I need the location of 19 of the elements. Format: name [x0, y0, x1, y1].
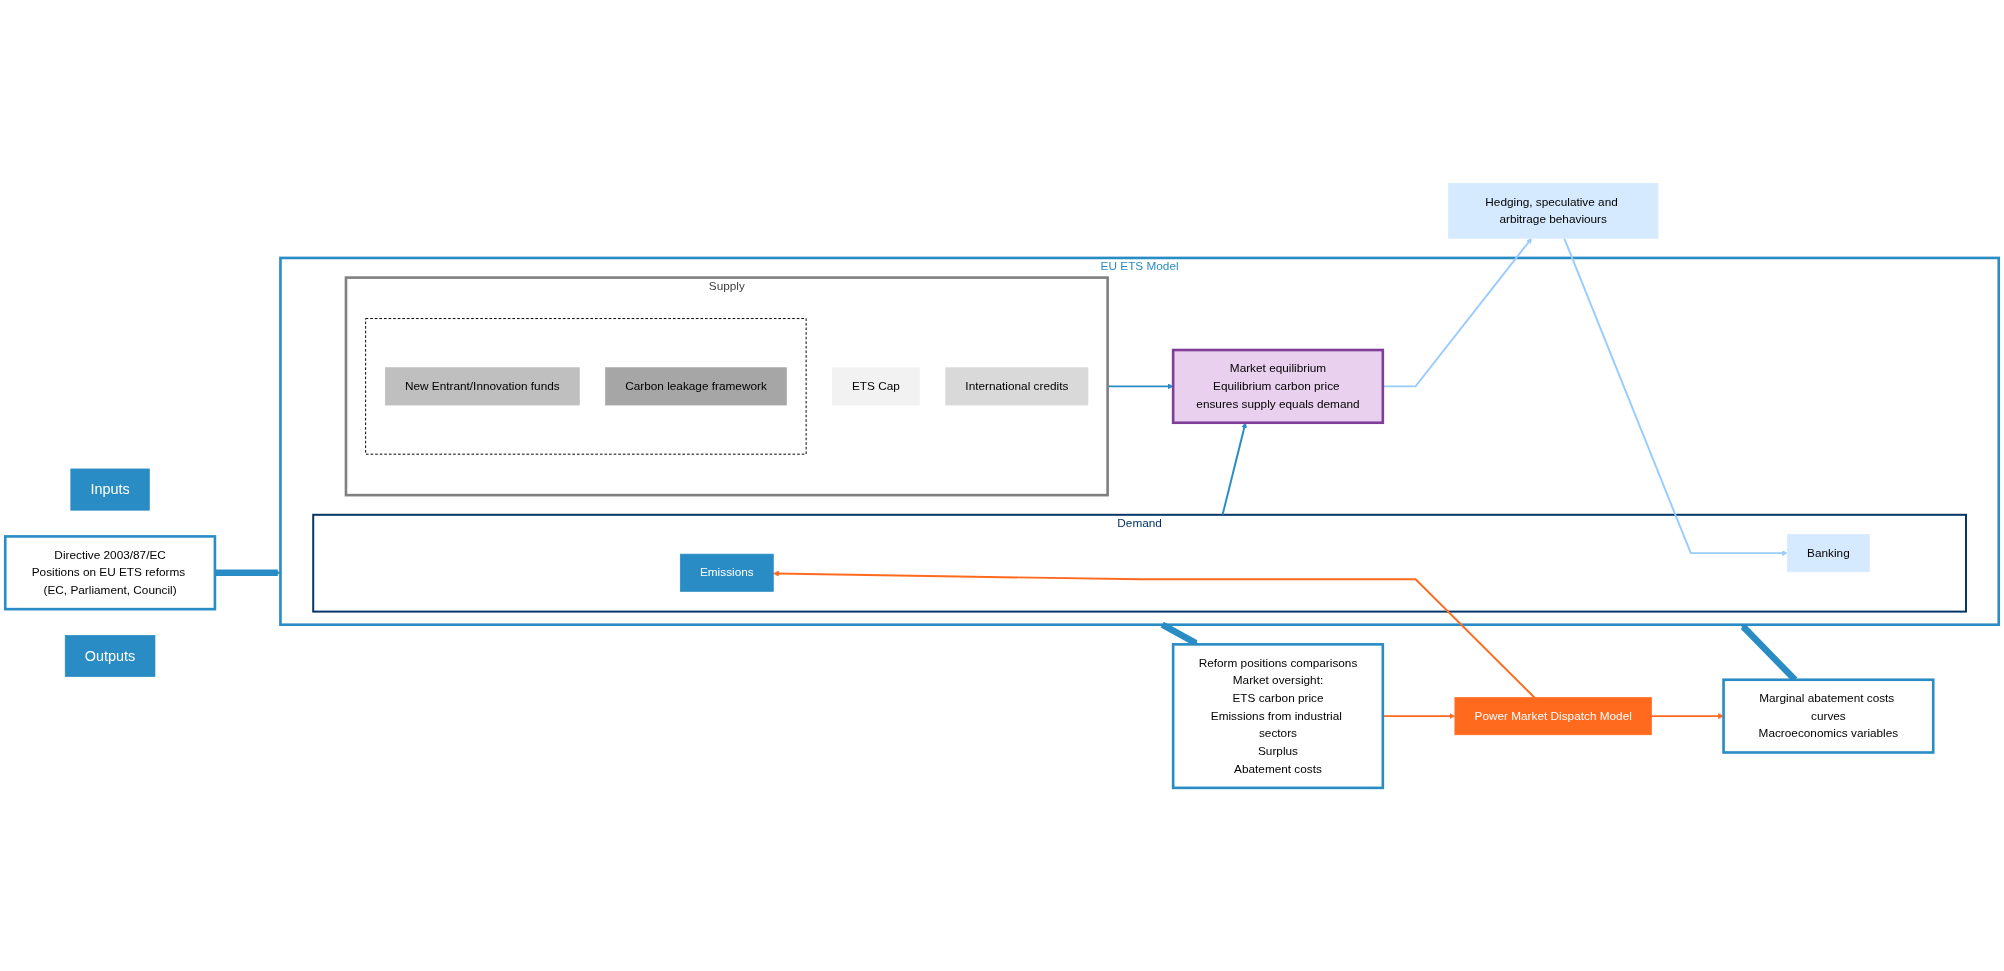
node-box: Power Market Dispatch Model: [1454, 697, 1652, 736]
arrow: [1650, 713, 1724, 719]
node-box: Banking: [1787, 534, 1870, 573]
node-box: New Entrant/Innovation funds: [384, 367, 580, 406]
arrow: [1563, 237, 1788, 556]
node-box: Hedging, speculative and arbitrage behaviours: [1448, 182, 1659, 239]
node-box: Inputs: [70, 468, 150, 511]
node-box: International credits: [945, 367, 1089, 406]
node-box: Emissions: [679, 553, 774, 592]
node-box: Marginal abatement costs curves Macroeconomics variables: [1722, 678, 1935, 754]
arrow: [1221, 422, 1248, 516]
node-box: Outputs: [64, 634, 156, 677]
node-box: Market equilibrium Equilibrium carbon price ensures supply equals demand: [1171, 348, 1385, 424]
node-box: Reform positions comparisons Market oversight: ETS carbon price Emissions from industrial sectors Surplus Abatement costs: [1171, 643, 1385, 790]
node-box: Directive 2003/87/EC Positions on EU ETS reforms (EC, Parliament, Council): [3, 535, 217, 611]
arrow: [214, 569, 281, 576]
arrow: [773, 570, 1536, 699]
cluster: [365, 318, 807, 455]
node-box: Carbon leakage framework: [605, 367, 787, 406]
